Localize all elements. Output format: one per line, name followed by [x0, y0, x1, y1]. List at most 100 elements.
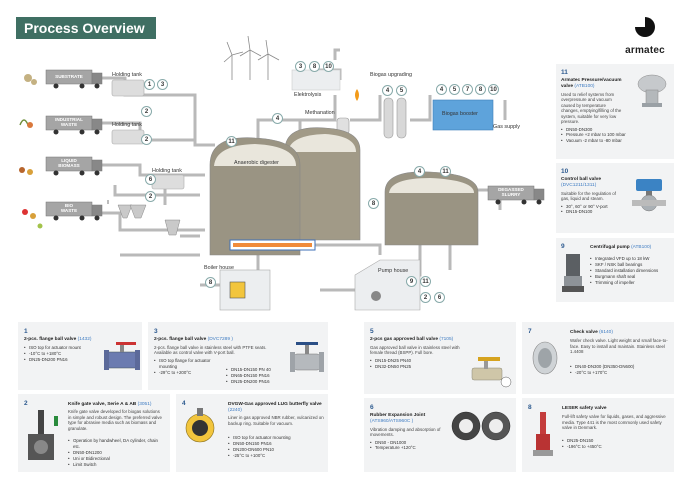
- spec-item: -25°C to +100°C: [228, 453, 324, 459]
- holding-tank-label-2: Holding tank: [112, 122, 142, 128]
- biogas-upgrading-label: Biogas upgrading: [370, 72, 412, 78]
- marker-4: 4: [382, 85, 393, 96]
- boiler-house-label: Boiler house: [204, 265, 234, 271]
- anaerobic-digester-label: Anaerobic digester: [234, 160, 279, 166]
- card-spec-list: DN40-DN300 (DN350-DN600) -20°C to +170°C: [570, 364, 668, 376]
- spec-item: DN15-DN100: [561, 209, 669, 215]
- control-ball-valve-image: [632, 179, 666, 212]
- degassed-tank: [384, 171, 479, 246]
- card-spec-list: ISO top for actuator mount -10°C to +180…: [24, 345, 94, 363]
- marker-2: 2: [420, 292, 431, 303]
- card-number: 9: [561, 243, 565, 250]
- safety-valve-image: [533, 412, 553, 456]
- centrifugal-pump-image: [562, 254, 584, 292]
- marker-3: 3: [295, 61, 306, 72]
- spec-item: DN50 - DN1000: [370, 440, 450, 446]
- spec-item: ISO top for actuator mount: [24, 345, 94, 351]
- product-card-2: 2 Knife gate valve, Serie A & AB (3051) …: [18, 394, 170, 472]
- spec-item: DN25-DN200 PN16: [226, 379, 288, 385]
- card-description: Suitable for the regulation of gas, liqu…: [561, 190, 616, 202]
- card-description: Gas approved ball valve in stainless ste…: [370, 344, 460, 356]
- product-card-5: 5 2-pcs gas approved ball valve (7105) G…: [364, 322, 516, 394]
- spec-item: DN40-DN300 (DN350-DN600): [570, 364, 668, 370]
- truck-degassed-label: DEGASSED SLURRY: [498, 187, 524, 198]
- card-title: Centrifugal pump (ATB100): [590, 245, 652, 250]
- spec-item: ISO top for actuator mounting: [228, 435, 324, 441]
- card-description: Liner in gas approved NBR rubber, vulcan…: [228, 415, 324, 426]
- card-title: LESER safety valve: [562, 406, 607, 411]
- card-description: Wafer check valve. Light weight and smal…: [570, 338, 668, 354]
- spec-item: DN200-DN600 PN10: [228, 447, 324, 453]
- brand-name: armatec: [625, 45, 665, 56]
- card-spec-list-2: DN15-DN150 PN 40 DN65-DN150 PN16 DN25-DN…: [226, 367, 288, 385]
- spec-item: Temperature +120°C: [370, 445, 450, 451]
- marker-4: 4: [414, 166, 425, 177]
- product-card-7: 7 Check valve (6140) Wafer check valve. …: [522, 322, 674, 394]
- spec-item: DN15-DN150 PN 40: [226, 367, 288, 373]
- sidebar-card-pressure-valve: 11 Armatec Pressure/vacuum valve (ATB100…: [556, 64, 674, 159]
- holding-tank-label-3: Holding tank: [152, 168, 182, 174]
- product-card-3: 3 2-pcs. flange ball valve (DVC7289 ) 2-…: [148, 322, 328, 390]
- card-number: 5: [370, 328, 374, 335]
- spec-item: 30°, 60° or 90° V-port: [561, 204, 669, 210]
- spec-item: ISO top flange for actuator mounting: [154, 358, 226, 370]
- butterfly-valve-image: [185, 408, 215, 443]
- biogas-booster-label: Biogas booster: [442, 111, 478, 117]
- crops: [19, 74, 43, 229]
- card-title: Control ball valve (DVC1211/1311): [561, 177, 601, 188]
- truck-industrial-label: INDUSTRIAL WASTE: [55, 117, 83, 128]
- truck-bio-label: BIO WASTE: [60, 203, 78, 214]
- product-card-6: 6 Rubber Expansion Joint (ATS960/ATS960C…: [364, 398, 516, 472]
- marker-5: 5: [449, 84, 460, 95]
- expansion-joint-image: [451, 411, 511, 441]
- card-spec-list: 30°, 60° or 90° V-port DN15-DN100: [561, 204, 669, 216]
- truck-liquid-label: LIQUID BIOMASS: [58, 158, 80, 169]
- card-spec-list: ISO top for actuator mounting DN50-DN150…: [228, 435, 324, 459]
- card-spec-list: Operation by handwheel, DA cylinder, cha…: [68, 438, 164, 468]
- card-description: Used to relief systems from overpressure…: [561, 91, 622, 125]
- card-title: 2-pcs. flange ball valve (DVC7289 ): [154, 337, 233, 342]
- marker-2: 2: [141, 134, 152, 145]
- spec-item: DN50-DN300: [561, 127, 669, 133]
- card-title: 2-pcs gas approved ball valve (7105): [370, 337, 454, 342]
- marker-11: 11: [440, 166, 451, 177]
- card-description: 2-pcs. flange ball valve in stainless st…: [154, 344, 267, 356]
- spec-item: Integrated VFD up to 18 kW: [590, 256, 672, 262]
- card-title: Check valve (6140): [570, 330, 613, 335]
- pressure-valve-image: [637, 74, 667, 107]
- card-description: Vibration damping and absorption of move…: [370, 426, 441, 438]
- sidebar-card-centrifugal-pump: 9 Centrifugal pump (ATB100) Integrated V…: [556, 238, 674, 302]
- spec-item: Limit Switch: [68, 462, 164, 468]
- spec-item: DN25-DN150: [562, 438, 668, 444]
- sidebar-card-control-ball-valve: 10 Control ball valve (DVC1211/1311) Sui…: [556, 163, 674, 233]
- methanation-label: Methanation: [305, 110, 335, 116]
- knife-gate-valve-image: [28, 410, 58, 460]
- marker-2: 2: [141, 106, 152, 117]
- marker-1: 1: [144, 79, 155, 90]
- elektrolysis-label: Elektrolysis: [294, 92, 322, 98]
- marker-10: 10: [488, 84, 499, 95]
- card-number: 2: [24, 400, 28, 407]
- card-description: Knife gate valve developed for biogas so…: [68, 409, 162, 431]
- card-title: Rubber Expansion Joint (ATS960/ATS960C ): [370, 413, 426, 424]
- anaerobic-digesters: [209, 127, 361, 256]
- page-title: Process Overview: [16, 17, 156, 39]
- product-card-4: 4 DVGW-Gas approved LUG butterfly valve …: [176, 394, 328, 472]
- card-spec-list: DN15-DN25 PN40 DN32-DN50 PN25: [370, 358, 450, 370]
- product-card-1: 1 2-pcs. flange ball valve (1432) ISO to…: [18, 322, 142, 390]
- card-description: Full-lift safety valve for liquids, gase…: [562, 414, 666, 430]
- card-spec-list: DN25-DN150 -196°C to +450°C: [562, 438, 668, 450]
- spec-item: -10°C to +180°C: [24, 351, 94, 357]
- gas-ball-valve-image: [471, 357, 512, 388]
- marker-4: 4: [272, 113, 283, 124]
- marker-10: 10: [323, 61, 334, 72]
- marker-6: 6: [145, 174, 156, 185]
- card-number: 7: [528, 328, 532, 335]
- spec-item: DN15-DN25 PN40: [370, 358, 450, 364]
- card-spec-list: DN50-DN300 Pressure +2 mbar to 100 mbar …: [561, 127, 669, 145]
- pump-house-label: Pump house: [378, 268, 409, 274]
- spec-item: Vacuum -2 mbar to -80 mbar: [561, 138, 669, 144]
- spec-item: DN32-DN50 PN25: [370, 364, 450, 370]
- card-number: 6: [370, 404, 374, 411]
- marker-2: 2: [145, 191, 156, 202]
